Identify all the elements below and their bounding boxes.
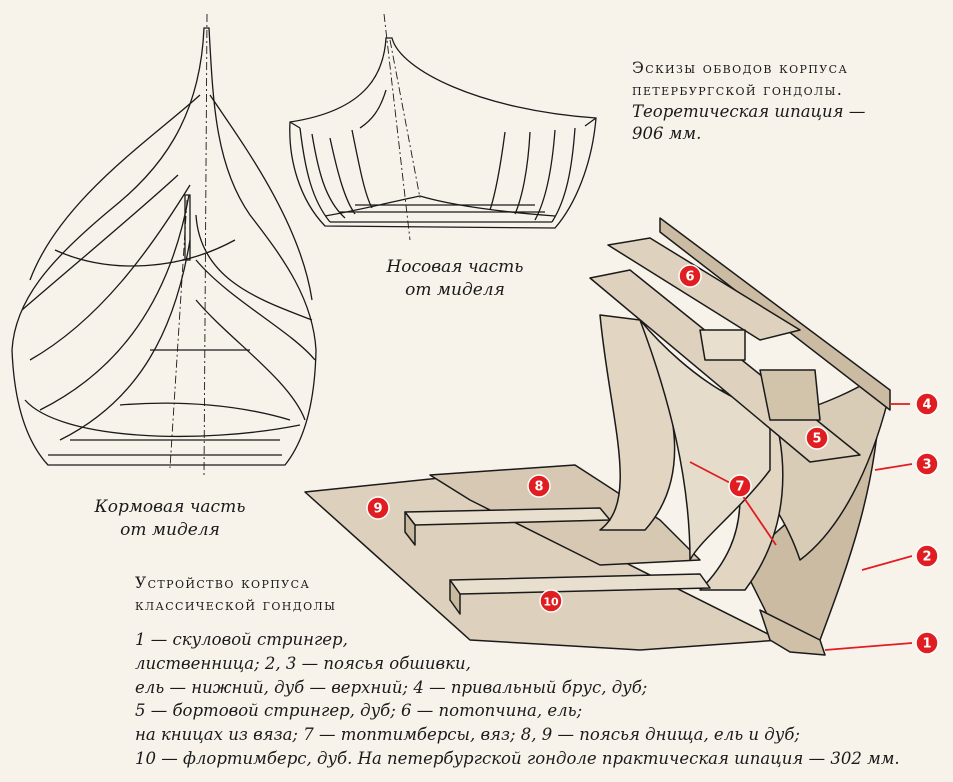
bow-centerlines: [383, 13, 421, 241]
frame-spacing-line1: Теоретическая шпация —: [632, 102, 866, 121]
legend-line-2: лиственница; 2, 3 — поясья обшивки,: [135, 653, 471, 673]
legend-line-5: на кницах из вяза; 7 — топтимберсы, вяз;…: [135, 725, 800, 745]
stern-caption-line2: от миделя: [120, 520, 220, 540]
bilge-stringer-1: [759, 609, 826, 656]
legend-line-3: ель — нижний, дуб — верхний; 4 — приваль…: [135, 677, 648, 697]
bow-caption-line2: от миделя: [405, 280, 505, 300]
lines-title-line1: Эскизы обводов корпуса: [632, 59, 849, 77]
structure-title-line2: классической гондолы: [135, 596, 337, 614]
stern-lines-sketch: [11, 27, 317, 466]
side-stringer-5: [759, 369, 821, 421]
stern-caption: Кормовая часть от миделя: [70, 496, 270, 542]
legend-line-6: 10 — флортимберс, дуб. На петербургской …: [135, 748, 900, 768]
hull-structure: [304, 217, 891, 656]
walking-board-6: [607, 237, 801, 341]
floor-timber-8-front: [404, 511, 416, 546]
structure-legend: 1 — скуловой стрингер, лиственница; 2, 3…: [135, 628, 945, 771]
lines-title-line2: петербургской гондолы.: [632, 81, 844, 99]
stern-caption-line1: Кормовая часть: [94, 497, 246, 517]
floor-timber-10-front: [449, 579, 461, 615]
lines-title-block: Эскизы обводов корпуса петербургской гон…: [632, 57, 932, 145]
structure-title-block: Устройство корпуса классической гондолы: [135, 572, 495, 616]
bow-caption-line1: Носовая часть: [386, 257, 524, 277]
inner-shell: [639, 319, 771, 561]
structure-title-line1: Устройство корпуса: [135, 574, 311, 592]
bow-lines-sketch: [289, 37, 597, 229]
bow-caption: Носовая часть от миделя: [355, 256, 555, 302]
stern-centerlines: [169, 13, 208, 476]
legend-line-4: 5 — бортовой стрингер, дуб; 6 — потопчин…: [135, 701, 583, 721]
legend-line-1: 1 — скуловой стрингер,: [135, 630, 348, 649]
knee-block: [699, 329, 746, 361]
frame-spacing-line2: 906 мм.: [632, 124, 702, 143]
